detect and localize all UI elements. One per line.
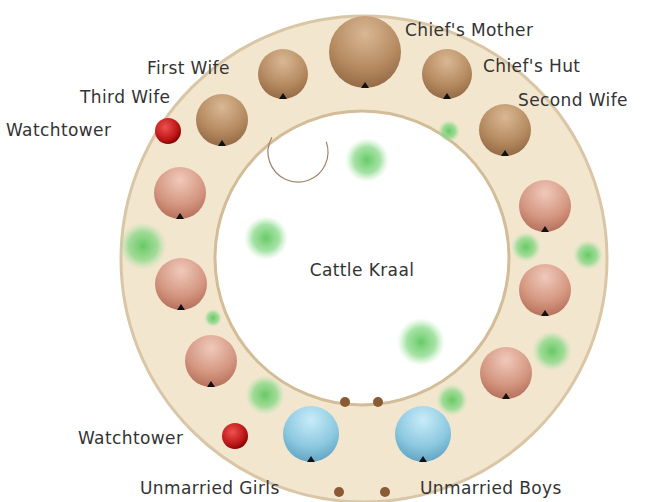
node-outline — [258, 49, 308, 99]
node-outline — [422, 49, 472, 99]
plain-huts — [154, 167, 571, 399]
node-outline — [215, 111, 509, 405]
hut: Chief's Hut — [422, 49, 472, 99]
node-outline — [329, 16, 401, 88]
hut-label: Chief's Hut — [483, 58, 580, 75]
hut: Third Wife — [196, 94, 248, 146]
hut-label: Chief's Mother — [405, 22, 533, 39]
hut: Chief's Mother — [329, 16, 401, 88]
kraal-ground — [215, 111, 509, 405]
hut-label: Watchtower — [78, 430, 183, 447]
hut: Unmarried Boys — [395, 406, 451, 462]
node-outline — [196, 94, 248, 146]
hut-label: Unmarried Girls — [140, 480, 280, 497]
node-outline — [395, 406, 451, 462]
faint-outline — [260, 114, 337, 191]
hut-label: Second Wife — [518, 92, 628, 109]
gate-posts — [334, 397, 390, 497]
hut-label: Watchtower — [6, 122, 111, 139]
ring — [121, 16, 607, 502]
green-bushes — [119, 120, 603, 416]
watchtower: Watchtower — [155, 118, 181, 144]
hut: Second Wife — [479, 104, 531, 156]
node-outline — [155, 118, 181, 144]
node-outline — [283, 406, 339, 462]
hut-label: Cattle Kraal — [310, 262, 415, 279]
hut: Unmarried Girls — [283, 406, 339, 462]
hut-label: Unmarried Boys — [420, 480, 562, 497]
hut: First Wife — [258, 49, 308, 99]
watchtower: Watchtower — [222, 423, 248, 449]
node-outline — [222, 423, 248, 449]
cattle-kraal: Cattle Kraal — [215, 111, 509, 405]
hut-label: First Wife — [147, 60, 230, 77]
hut-label: Third Wife — [80, 89, 170, 106]
node-outline — [479, 104, 531, 156]
